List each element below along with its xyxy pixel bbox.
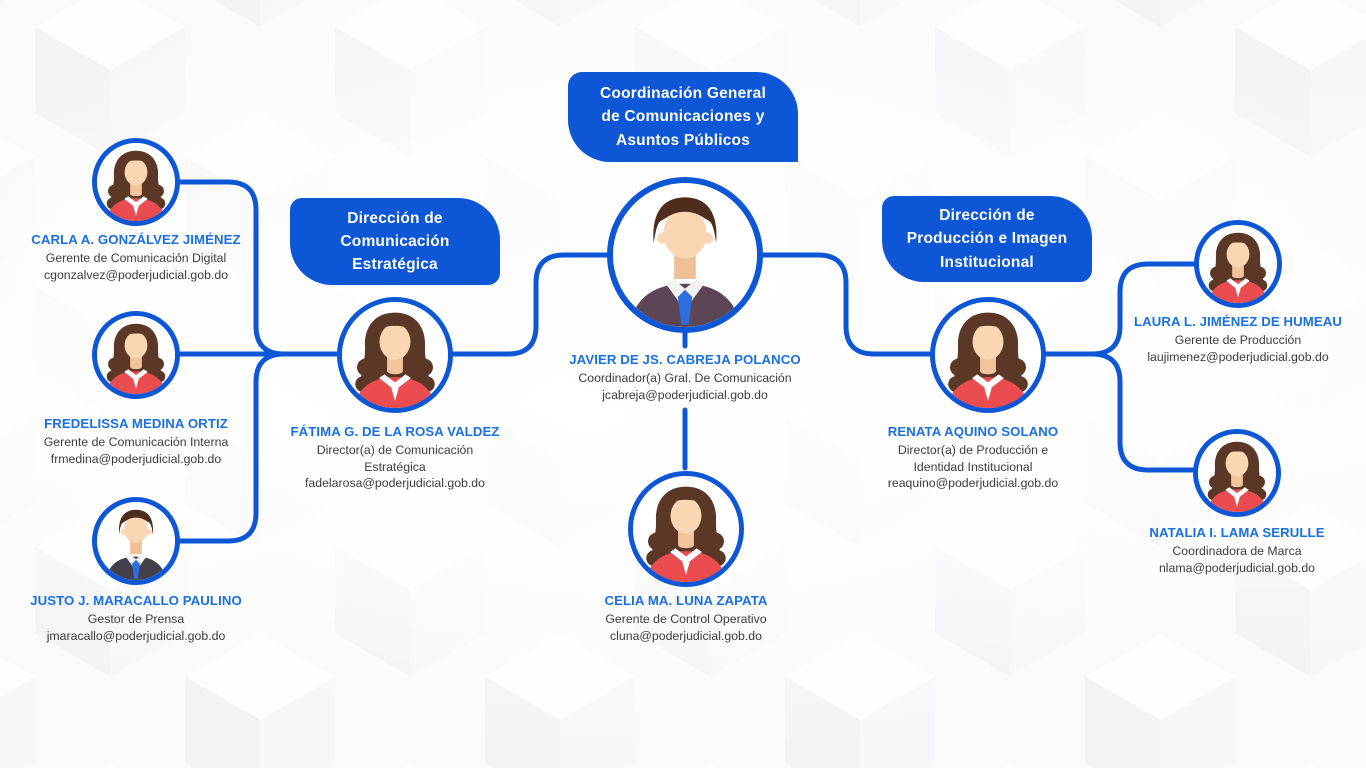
person-title: Director(a) de Producción e Identidad In… bbox=[897, 443, 1049, 474]
person-card-fredelissa: FREDELISSA MEDINA ORTIZ Gerente de Comun… bbox=[0, 416, 286, 467]
person-name: RENATA AQUINO SOLANO bbox=[887, 424, 1059, 439]
root-unit-label-line: Coordinación General bbox=[600, 85, 766, 103]
female-avatar-icon bbox=[1198, 434, 1276, 512]
production-unit-label-line: Producción e Imagen bbox=[906, 230, 1068, 248]
person-email: nlama@poderjudicial.gob.do bbox=[1158, 560, 1316, 575]
production-unit-box: Dirección de Producción e Imagen Institu… bbox=[882, 196, 1092, 282]
person-title: Gerente de Comunicación Digital bbox=[45, 251, 227, 265]
person-title: Coordinador(a) Gral. De Comunicación bbox=[578, 371, 792, 385]
person-email: laujimenez@poderjudicial.gob.do bbox=[1147, 349, 1329, 364]
male-avatar-icon bbox=[613, 183, 757, 327]
root-unit-label-line: Asuntos Públicos bbox=[615, 131, 751, 149]
avatar-laura bbox=[1194, 220, 1282, 308]
person-email: jmaracallo@poderjudicial.gob.do bbox=[46, 628, 226, 643]
person-title: Coordinadora de Marca bbox=[1172, 544, 1302, 558]
person-title: Director(a) de Comunicación Estratégica bbox=[316, 443, 474, 474]
avatar-celia bbox=[628, 471, 744, 587]
avatar-carla bbox=[92, 138, 180, 226]
person-name: JAVIER DE JS. CABREJA POLANCO bbox=[569, 352, 801, 367]
female-avatar-icon bbox=[633, 476, 739, 582]
person-name: JUSTO J. MARACALLO PAULINO bbox=[30, 593, 242, 608]
avatar-justo bbox=[92, 497, 180, 585]
production-unit-label-line: Institucional bbox=[940, 253, 1034, 271]
strategic-unit-box: Dirección de Comunicación Estratégica bbox=[290, 198, 500, 285]
person-name: LAURA L. JIMÉNEZ DE HUMEAU bbox=[1134, 314, 1342, 329]
person-email: cluna@poderjudicial.gob.do bbox=[610, 628, 762, 643]
person-title: Gerente de Producción bbox=[1174, 333, 1302, 347]
avatar-fredelissa bbox=[92, 311, 180, 399]
person-name: CELIA MA. LUNA ZAPATA bbox=[604, 593, 768, 608]
person-name: FREDELISSA MEDINA ORTIZ bbox=[44, 416, 228, 431]
person-card-celia: CELIA MA. LUNA ZAPATA Gerente de Control… bbox=[536, 593, 836, 644]
person-name: CARLA A. GONZÁLVEZ JIMÉNEZ bbox=[31, 232, 241, 247]
root-unit-box: Coordinación General de Comunicaciones y… bbox=[568, 72, 798, 162]
person-email: frmedina@poderjudicial.gob.do bbox=[50, 451, 222, 466]
person-card-carla: CARLA A. GONZÁLVEZ JIMÉNEZ Gerente de Co… bbox=[0, 232, 286, 283]
person-card-fatima: FÁTIMA G. DE LA ROSA VALDEZ Director(a) … bbox=[245, 424, 545, 492]
person-email: fadelarosa@poderjudicial.gob.do bbox=[305, 476, 485, 491]
root-unit-label-line: de Comunicaciones y bbox=[601, 108, 765, 126]
female-avatar-icon bbox=[935, 302, 1041, 408]
person-email: jcabreja@poderjudicial.gob.do bbox=[602, 387, 768, 402]
person-title: Gerente de Comunicación Interna bbox=[43, 435, 229, 449]
production-unit-label-line: Dirección de bbox=[939, 207, 1035, 225]
male-avatar-icon bbox=[97, 502, 175, 580]
person-email: cgonzalvez@poderjudicial.gob.do bbox=[43, 267, 229, 282]
person-card-natalia: NATALIA I. LAMA SERULLE Coordinadora de … bbox=[1087, 525, 1366, 576]
person-name: FÁTIMA G. DE LA ROSA VALDEZ bbox=[290, 424, 500, 439]
person-card-justo: JUSTO J. MARACALLO PAULINO Gestor de Pre… bbox=[0, 593, 286, 644]
strategic-unit-label-line: Comunicación bbox=[340, 232, 450, 250]
person-email: reaquino@poderjudicial.gob.do bbox=[887, 476, 1059, 491]
person-title: Gestor de Prensa bbox=[87, 612, 185, 626]
strategic-unit-label-line: Estratégica bbox=[352, 256, 438, 274]
person-card-javier: JAVIER DE JS. CABREJA POLANCO Coordinado… bbox=[535, 352, 835, 403]
avatar-javier bbox=[607, 177, 763, 333]
strategic-unit-label-line: Dirección de bbox=[347, 209, 443, 227]
female-avatar-icon bbox=[97, 316, 175, 394]
female-avatar-icon bbox=[1199, 225, 1277, 303]
person-title: Gerente de Control Operativo bbox=[605, 612, 767, 626]
person-card-renata: RENATA AQUINO SOLANO Director(a) de Prod… bbox=[823, 424, 1123, 492]
female-avatar-icon bbox=[97, 143, 175, 221]
avatar-fatima bbox=[337, 297, 453, 413]
person-card-laura: LAURA L. JIMÉNEZ DE HUMEAU Gerente de Pr… bbox=[1088, 314, 1366, 365]
avatar-natalia bbox=[1193, 429, 1281, 517]
person-name: NATALIA I. LAMA SERULLE bbox=[1149, 525, 1325, 540]
female-avatar-icon bbox=[342, 302, 448, 408]
avatar-renata bbox=[930, 297, 1046, 413]
